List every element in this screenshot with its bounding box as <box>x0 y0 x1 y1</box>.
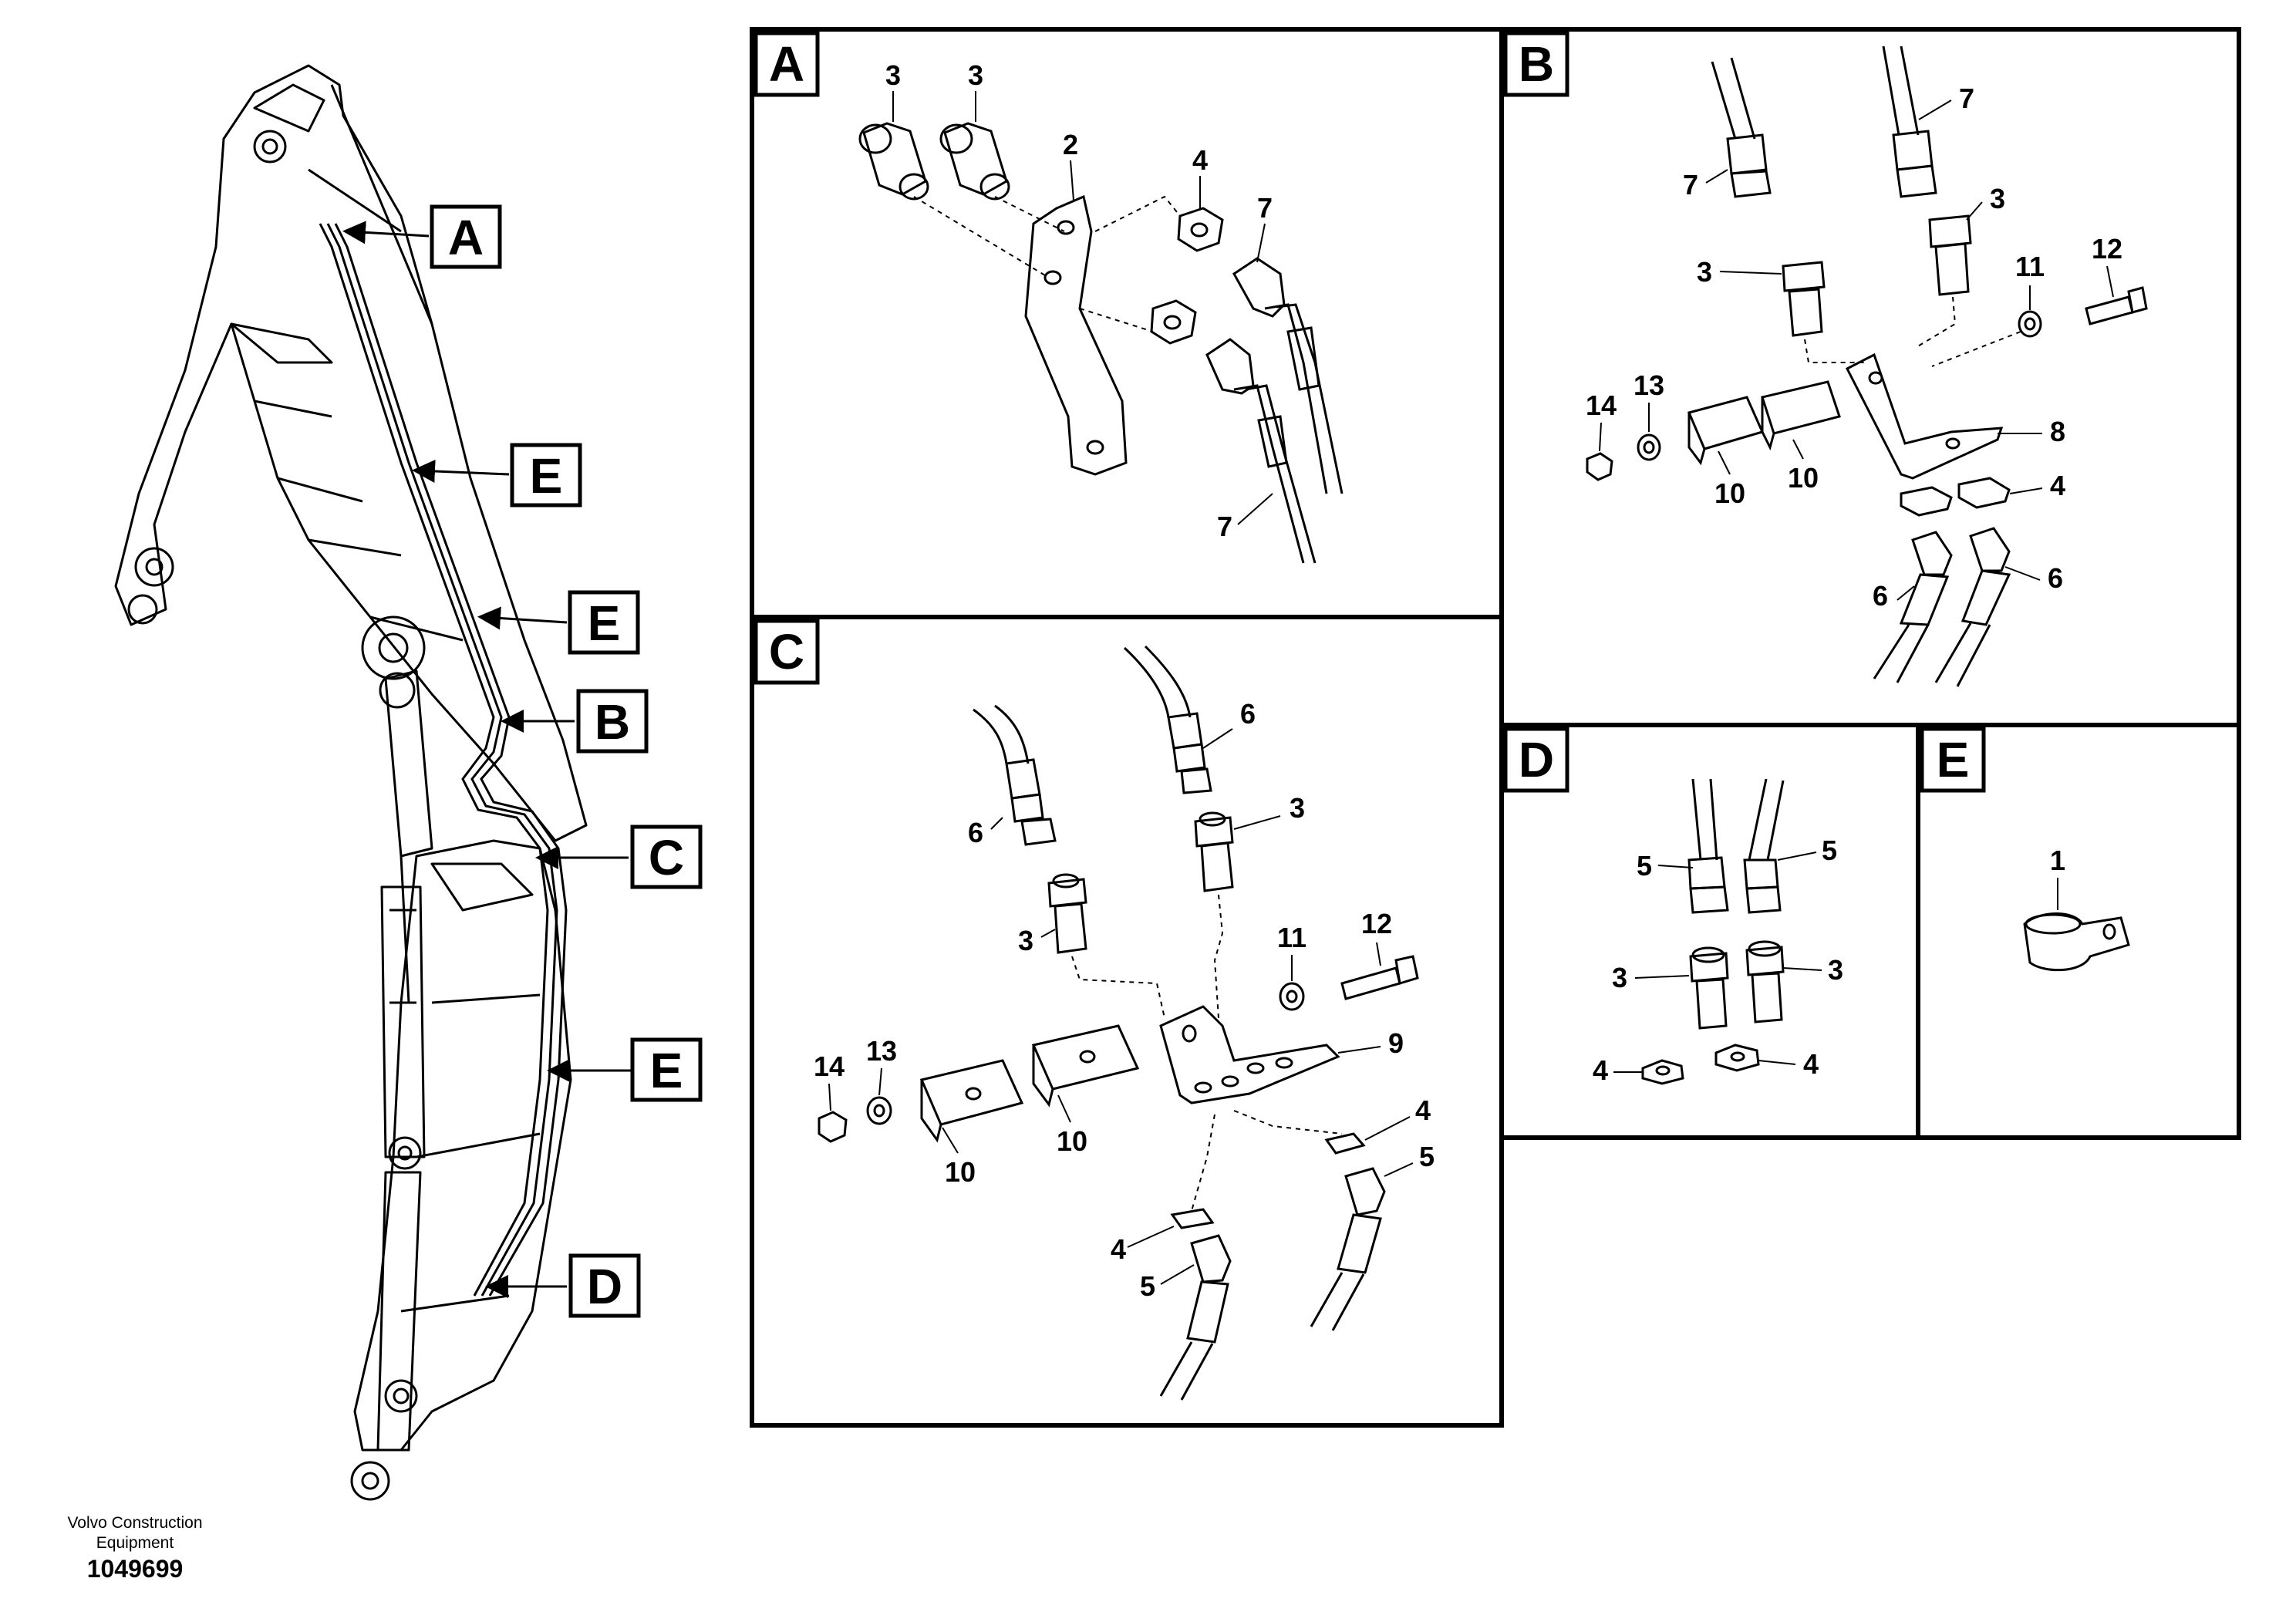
label-c-3-right: 3 <box>1290 792 1305 824</box>
label-c-3-left: 3 <box>1018 925 1033 956</box>
overview-callout-e-2: E <box>588 595 621 651</box>
panel-a-leaders <box>892 91 1273 525</box>
detail-panel-frames <box>750 27 2241 1428</box>
label-b-13: 13 <box>1633 369 1664 401</box>
label-b-6-right: 6 <box>2048 562 2063 594</box>
panel-b-labels: 7 7 3 3 11 12 14 13 8 10 10 4 6 6 <box>1586 83 2122 612</box>
overview-hose-run <box>319 223 568 1297</box>
label-b-11: 11 <box>2015 251 2045 282</box>
drawing-number: 1049699 <box>86 1555 184 1583</box>
label-b-3-left: 3 <box>1697 256 1712 288</box>
label-c-5-left: 5 <box>1140 1270 1155 1302</box>
panel-c-letter: C <box>769 624 804 679</box>
label-b-14: 14 <box>1586 389 1617 421</box>
panel-a-drawing <box>858 122 1344 564</box>
arm-cylinder <box>380 885 426 1158</box>
label-b-12: 12 <box>2092 233 2122 265</box>
label-c-9: 9 <box>1388 1027 1404 1059</box>
overview-callout-d: D <box>587 1259 622 1314</box>
label-c-13: 13 <box>866 1035 897 1067</box>
overview-callout-b: B <box>595 694 630 750</box>
label-d-5-left: 5 <box>1637 850 1652 882</box>
overview-callout-c: C <box>649 830 684 885</box>
overview-callout-arrows <box>342 221 636 1298</box>
panel-e-labels: 1 <box>2050 845 2065 876</box>
panel-a-letter: A <box>769 36 804 92</box>
overview-callout-a: A <box>448 210 484 265</box>
panel-d-labels: 5 5 3 3 4 4 <box>1593 835 1843 1086</box>
label-b-3-right: 3 <box>1990 183 2005 214</box>
label-a-3-right: 3 <box>968 59 983 91</box>
label-b-7-right: 7 <box>1959 83 1974 114</box>
panel-c-leaders <box>828 728 1414 1285</box>
panel-c-drawing <box>818 645 1419 1401</box>
label-c-6-right: 6 <box>1240 698 1256 730</box>
label-c-14: 14 <box>814 1050 845 1082</box>
label-c-5-right: 5 <box>1419 1141 1435 1172</box>
label-d-3-right: 3 <box>1828 954 1843 986</box>
arm-outline <box>353 839 572 1452</box>
label-d-3-left: 3 <box>1612 962 1627 993</box>
label-b-6-left: 6 <box>1873 580 1888 612</box>
company-name-line-1: Volvo Construction <box>67 1514 203 1532</box>
label-a-7-bottom: 7 <box>1217 511 1232 542</box>
panel-b-dashed <box>1804 296 2021 367</box>
label-a-3-left: 3 <box>885 59 901 91</box>
label-e-1: 1 <box>2050 845 2065 876</box>
label-c-10-left: 10 <box>945 1156 976 1188</box>
label-b-4: 4 <box>2050 470 2065 501</box>
label-a-7-top: 7 <box>1257 192 1273 224</box>
panel-a-dashed <box>913 195 1181 332</box>
label-c-11: 11 <box>1277 922 1306 953</box>
panel-a-labels: 3 3 2 4 7 7 <box>885 59 1273 542</box>
label-b-7-left: 7 <box>1683 169 1698 201</box>
company-name-line-2: Equipment <box>96 1534 174 1552</box>
overview-callout-boxes: A E E B C E D <box>430 204 703 1318</box>
label-c-12: 12 <box>1361 908 1392 939</box>
boom-cylinder <box>384 669 433 858</box>
panel-d-drawing <box>1641 778 1785 1085</box>
label-c-4-right: 4 <box>1415 1094 1431 1126</box>
panel-c-labels: 6 6 3 3 11 12 14 13 9 10 10 4 4 5 5 <box>814 698 1435 1302</box>
panel-d-letter: D <box>1519 732 1554 787</box>
company-name: Volvo Construction Equipment <box>31 1513 239 1553</box>
overview-callout-e-3: E <box>650 1043 683 1098</box>
panel-e-letter: E <box>1937 732 1970 787</box>
panel-d-leaders <box>1613 851 1822 1073</box>
label-d-4-left: 4 <box>1593 1054 1608 1086</box>
label-b-8: 8 <box>2050 416 2065 447</box>
label-d-5-right: 5 <box>1822 835 1837 866</box>
label-c-6-left: 6 <box>968 817 983 848</box>
label-c-4-left: 4 <box>1111 1233 1126 1265</box>
boom-outline <box>114 64 588 842</box>
label-b-10-left: 10 <box>1714 477 1745 509</box>
panel-c-dashed <box>1071 894 1343 1212</box>
overview-callout-e-1: E <box>530 448 563 504</box>
label-a-4: 4 <box>1192 144 1208 176</box>
panel-b-leaders <box>1599 99 2114 601</box>
panel-e-drawing <box>2023 912 2130 972</box>
label-a-2: 2 <box>1063 129 1078 160</box>
panel-b-drawing <box>1586 46 2148 687</box>
panel-b-letter: B <box>1519 36 1554 92</box>
panel-letter-tabs: A B C D E <box>754 31 1986 793</box>
label-b-10-right: 10 <box>1788 462 1819 494</box>
label-c-10-right: 10 <box>1057 1125 1087 1157</box>
label-d-4-right: 4 <box>1803 1048 1819 1080</box>
